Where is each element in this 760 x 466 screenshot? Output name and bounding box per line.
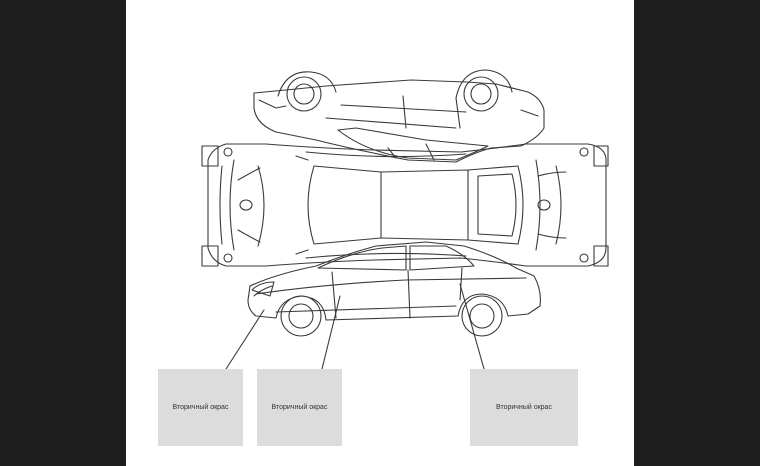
- callout-lines: [225, 283, 485, 370]
- car-damage-diagram: [201, 69, 609, 370]
- callout-line-rear-door: [459, 283, 485, 370]
- paint-label-rear-door: Вторичный окрас: [470, 369, 578, 446]
- paint-label-text: Вторичный окрас: [172, 404, 229, 411]
- paint-label-front-left: Вторичный окрас: [158, 369, 243, 446]
- callout-line-front-left: [225, 309, 265, 370]
- paint-label-text: Вторичный окрас: [496, 404, 552, 411]
- paint-label-front-door: Вторичный окрас: [257, 369, 342, 446]
- car-top-view: [201, 143, 609, 267]
- car-side-view-inverted: [253, 69, 545, 163]
- car-side-view: [247, 241, 541, 337]
- diagram-canvas: Вторичный окрас Вторичный окрас Вторичны…: [126, 0, 634, 466]
- paint-label-text: Вторичный окрас: [271, 404, 328, 411]
- callout-line-front-door: [321, 295, 341, 370]
